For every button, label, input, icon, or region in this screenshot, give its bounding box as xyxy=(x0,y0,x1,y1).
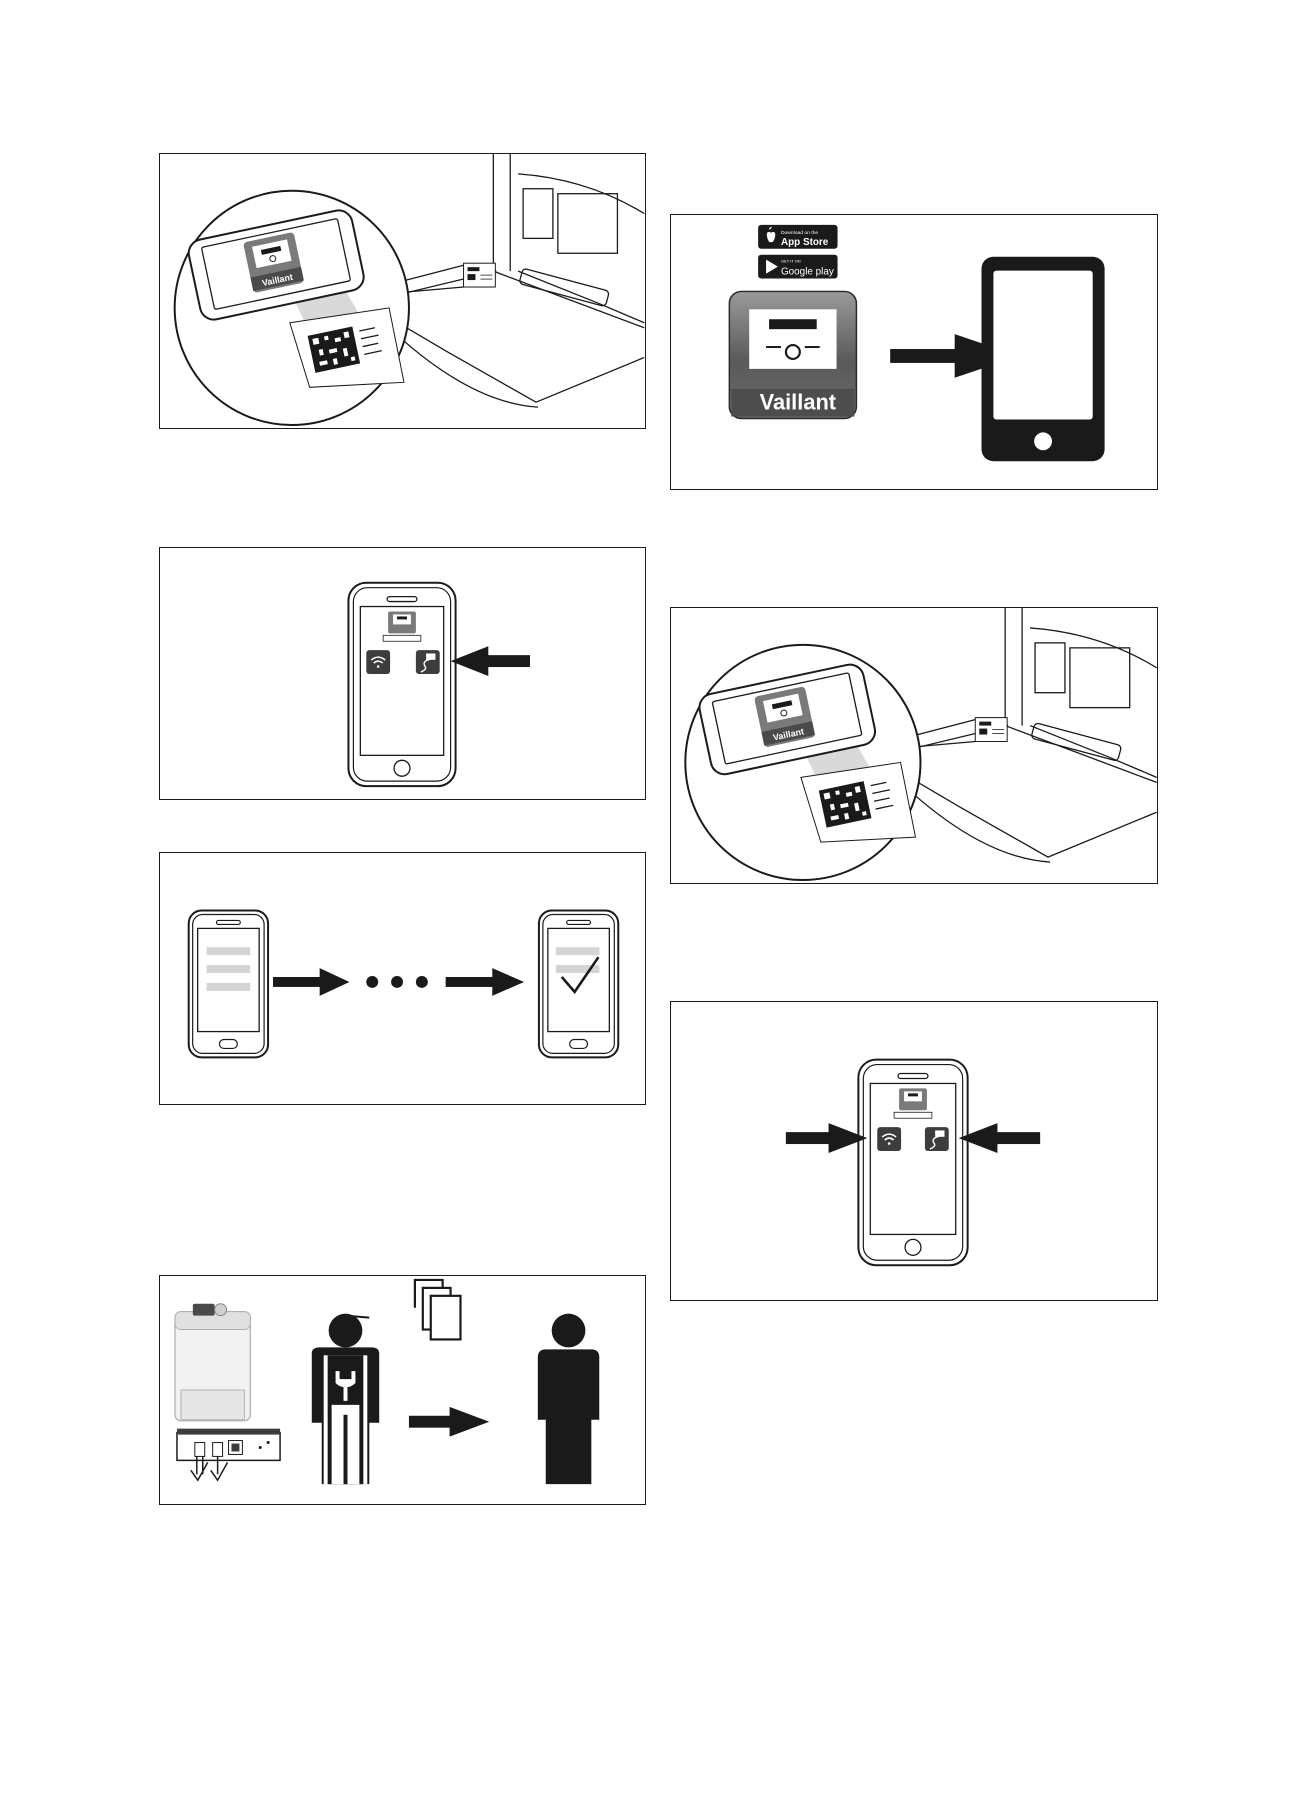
gateway-module xyxy=(177,1429,280,1481)
vaillant-app-icon: Vaillant xyxy=(729,291,856,418)
qr-label-paper xyxy=(801,762,916,842)
google-play-big-text: Google play xyxy=(781,267,834,278)
app-store-big-text: App Store xyxy=(781,237,829,248)
panel-select-lan-connection xyxy=(159,547,646,800)
panel-handover-to-user xyxy=(159,1275,646,1505)
select-lan-illustration xyxy=(160,548,645,799)
download-app-illustration: Download on the App Store GET IT ON Goog… xyxy=(671,215,1157,489)
app-store-small-text: Download on the xyxy=(781,230,818,236)
smartphone-target xyxy=(982,257,1105,462)
google-play-badge[interactable]: GET IT ON Google play xyxy=(758,255,837,279)
end-user-figure xyxy=(538,1314,599,1485)
arrow-handover xyxy=(409,1407,489,1437)
smartphone-app-screen xyxy=(348,583,455,786)
documents-icon xyxy=(415,1280,461,1339)
arrow-step-1 xyxy=(273,968,349,996)
qr-label-paper xyxy=(290,308,404,387)
panel-download-app: Download on the App Store GET IT ON Goog… xyxy=(670,214,1158,490)
panel-select-connection-type xyxy=(670,1001,1158,1301)
scan-qr-illustration-2: Vaillant xyxy=(671,608,1157,883)
arrow-step-2 xyxy=(446,968,524,996)
smartphone-start xyxy=(189,911,268,1058)
boiler-qr-label xyxy=(975,718,1007,742)
handover-illustration xyxy=(160,1276,645,1504)
boiler-appliance xyxy=(175,1304,250,1421)
installer-figure xyxy=(312,1314,379,1485)
scan-qr-illustration: Vaillant xyxy=(160,154,645,428)
wifi-button[interactable] xyxy=(877,1127,901,1151)
app-store-badge[interactable]: Download on the App Store xyxy=(758,225,837,249)
lan-button[interactable] xyxy=(416,650,440,674)
smartphone-app-screen xyxy=(858,1060,967,1266)
lan-button[interactable] xyxy=(925,1127,949,1151)
check-mark-icon xyxy=(191,1462,208,1480)
panel-scan-qr-code-repeat: Vaillant xyxy=(670,607,1158,884)
panel-setup-progress xyxy=(159,852,646,1105)
ellipsis-dots xyxy=(366,976,428,988)
arrow-left-to-lan xyxy=(959,1123,1040,1153)
panel-scan-qr-code: Vaillant xyxy=(159,153,646,429)
boiler-qr-label xyxy=(464,263,496,287)
smartphone-done xyxy=(539,911,618,1058)
select-connection-illustration xyxy=(671,1002,1157,1300)
setup-progress-illustration xyxy=(160,853,645,1104)
vaillant-app-brand: Vaillant xyxy=(760,390,836,415)
check-mark-icon xyxy=(211,1462,228,1480)
arrow-right-to-wifi xyxy=(786,1123,867,1153)
wifi-button[interactable] xyxy=(366,650,390,674)
arrow-left xyxy=(451,646,530,676)
google-play-small-text: GET IT ON xyxy=(781,259,801,264)
